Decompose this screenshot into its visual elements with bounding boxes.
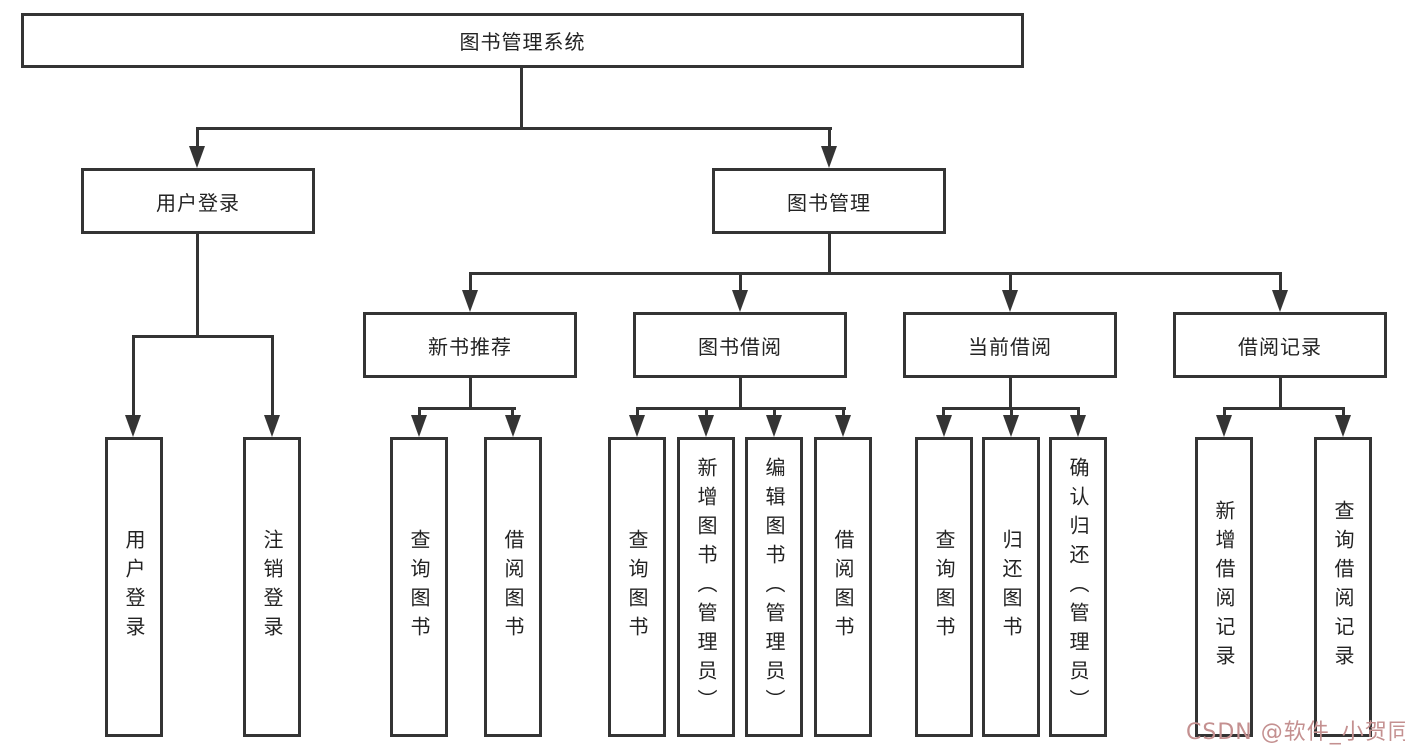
arrow-down-icon <box>1272 290 1288 312</box>
node-label: 图书借阅 <box>698 334 782 359</box>
arrow-down-icon <box>1003 415 1019 437</box>
arrow-down-icon <box>835 415 851 437</box>
arrow-down-icon <box>766 415 782 437</box>
node-label: 新书推荐 <box>428 334 512 359</box>
node-book-management: 图书管理 <box>712 168 946 234</box>
arrow-down-icon <box>732 290 748 312</box>
connector-line <box>1223 407 1345 410</box>
connector-line <box>418 407 421 419</box>
arrow-down-icon <box>264 415 280 437</box>
node-label: 图书管理 <box>787 190 871 215</box>
arrow-down-icon <box>1216 415 1232 437</box>
arrow-down-icon <box>411 415 427 437</box>
connector-line <box>1009 378 1012 410</box>
arrow-down-icon <box>698 415 714 437</box>
leaf-label: 借阅图书 <box>831 529 855 645</box>
leaf-label: 借阅图书 <box>501 529 525 645</box>
connector-line <box>196 127 199 150</box>
arrow-down-icon <box>462 290 478 312</box>
leaf-logout: 注销登录 <box>243 437 301 737</box>
connector-line <box>1010 407 1013 419</box>
connector-line <box>773 407 776 419</box>
connector-line <box>1279 272 1282 295</box>
node-borrow-records: 借阅记录 <box>1173 312 1387 378</box>
leaf-label: 查询借阅记录 <box>1331 500 1355 674</box>
leaf-recommend-query-books: 查询图书 <box>390 437 448 737</box>
connector-line <box>1077 407 1080 419</box>
connector-line <box>196 127 832 130</box>
connector-line <box>1342 407 1345 419</box>
leaf-current-query-books: 查询图书 <box>915 437 973 737</box>
connector-line <box>828 234 831 275</box>
connector-line <box>636 407 639 419</box>
connector-line <box>1223 407 1226 419</box>
arrow-down-icon <box>629 415 645 437</box>
connector-line <box>842 407 845 419</box>
connector-line <box>469 272 1282 275</box>
connector-line <box>511 407 514 419</box>
connector-line <box>1279 378 1282 410</box>
connector-line <box>132 335 135 419</box>
leaf-label: 注销登录 <box>260 529 284 645</box>
connector-line <box>132 335 274 338</box>
leaf-label: 编辑图书（管理员） <box>762 456 786 718</box>
connector-line <box>418 407 516 410</box>
leaf-label: 查询图书 <box>407 529 431 645</box>
leaf-label: 查询图书 <box>932 529 956 645</box>
arrow-down-icon <box>1335 415 1351 437</box>
arrow-down-icon <box>125 415 141 437</box>
node-root: 图书管理系统 <box>21 13 1024 68</box>
watermark: CSDN @软件_小贺同学 <box>1186 720 1405 745</box>
leaf-recommend-borrow-books: 借阅图书 <box>484 437 542 737</box>
node-label: 图书管理系统 <box>459 30 586 54</box>
node-label: 当前借阅 <box>968 334 1052 359</box>
leaf-label: 查询图书 <box>625 529 649 645</box>
connector-line <box>942 407 945 419</box>
connector-line <box>828 127 831 150</box>
node-user-login: 用户登录 <box>81 168 315 234</box>
leaf-borrow-borrow-books: 借阅图书 <box>814 437 872 737</box>
arrow-down-icon <box>1002 290 1018 312</box>
connector-line <box>271 335 274 419</box>
leaf-label: 新增图书（管理员） <box>694 456 718 718</box>
leaf-borrow-add-books-admin: 新增图书（管理员） <box>677 437 735 737</box>
leaf-records-query-record: 查询借阅记录 <box>1314 437 1372 737</box>
arrow-down-icon <box>936 415 952 437</box>
connector-line <box>739 272 742 295</box>
arrow-down-icon <box>189 146 205 168</box>
leaf-current-return-books: 归还图书 <box>982 437 1040 737</box>
connector-line <box>469 378 472 410</box>
arrow-down-icon <box>821 146 837 168</box>
node-new-book-recommend: 新书推荐 <box>363 312 577 378</box>
leaf-borrow-query-books: 查询图书 <box>608 437 666 737</box>
leaf-label: 确认归还（管理员） <box>1066 456 1090 718</box>
leaf-label: 新增借阅记录 <box>1212 500 1236 674</box>
node-label: 用户登录 <box>156 190 240 215</box>
leaf-current-confirm-return-admin: 确认归还（管理员） <box>1049 437 1107 737</box>
node-label: 借阅记录 <box>1238 334 1322 359</box>
leaf-user-login: 用户登录 <box>105 437 163 737</box>
arrow-down-icon <box>505 415 521 437</box>
connector-line <box>1009 272 1012 295</box>
leaf-label: 归还图书 <box>999 529 1023 645</box>
connector-line <box>196 234 199 335</box>
connector-line <box>636 407 846 410</box>
connector-line <box>520 68 523 127</box>
node-book-borrow: 图书借阅 <box>633 312 847 378</box>
connector-line <box>739 378 742 410</box>
connector-line <box>469 272 472 295</box>
arrow-down-icon <box>1070 415 1086 437</box>
leaf-borrow-edit-books-admin: 编辑图书（管理员） <box>745 437 803 737</box>
node-current-borrow: 当前借阅 <box>903 312 1117 378</box>
leaf-records-add-record: 新增借阅记录 <box>1195 437 1253 737</box>
leaf-label: 用户登录 <box>122 529 146 645</box>
connector-line <box>705 407 708 419</box>
